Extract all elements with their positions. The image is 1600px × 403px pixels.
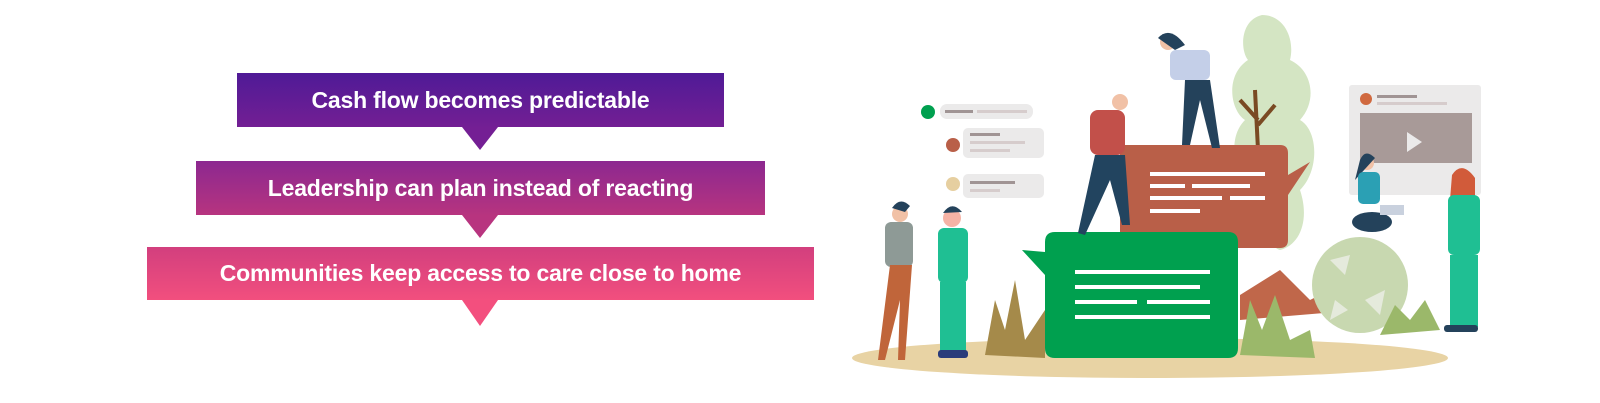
step-label: Cash flow becomes predictable [311, 86, 650, 113]
step-label: Communities keep access to care close to… [219, 260, 742, 286]
person-woman-laptop [1352, 153, 1404, 232]
person-nurse-female [1444, 168, 1480, 332]
brown-chat-bubble [1120, 145, 1310, 248]
step-label: Leadership can plan instead of reacting [267, 174, 694, 201]
video-card [1349, 85, 1481, 195]
bush [985, 280, 1045, 358]
step-box-leadership: Leadership can plan instead of reacting [196, 161, 765, 215]
down-arrow-icon [462, 215, 498, 238]
person-helping-woman [1158, 32, 1220, 148]
person-nurse-male [938, 206, 968, 358]
bush [1240, 295, 1315, 358]
down-arrow-icon [462, 300, 498, 326]
down-arrow-icon [462, 127, 498, 150]
bush [1380, 300, 1440, 335]
step-box-communities: Communities keep access to care close to… [147, 247, 814, 300]
tree-icon [1232, 15, 1315, 250]
chat-list [921, 104, 1044, 198]
collaboration-illustration [852, 15, 1481, 378]
green-chat-bubble [1022, 232, 1238, 358]
globe-icon [1312, 237, 1408, 333]
person-climbing-man [1078, 94, 1130, 235]
flow-diagram: Cash flow becomes predictable Leadership… [147, 73, 814, 326]
person-bearded-man [878, 201, 913, 360]
play-icon [1407, 132, 1422, 152]
step-box-cash-flow: Cash flow becomes predictable [237, 73, 724, 127]
